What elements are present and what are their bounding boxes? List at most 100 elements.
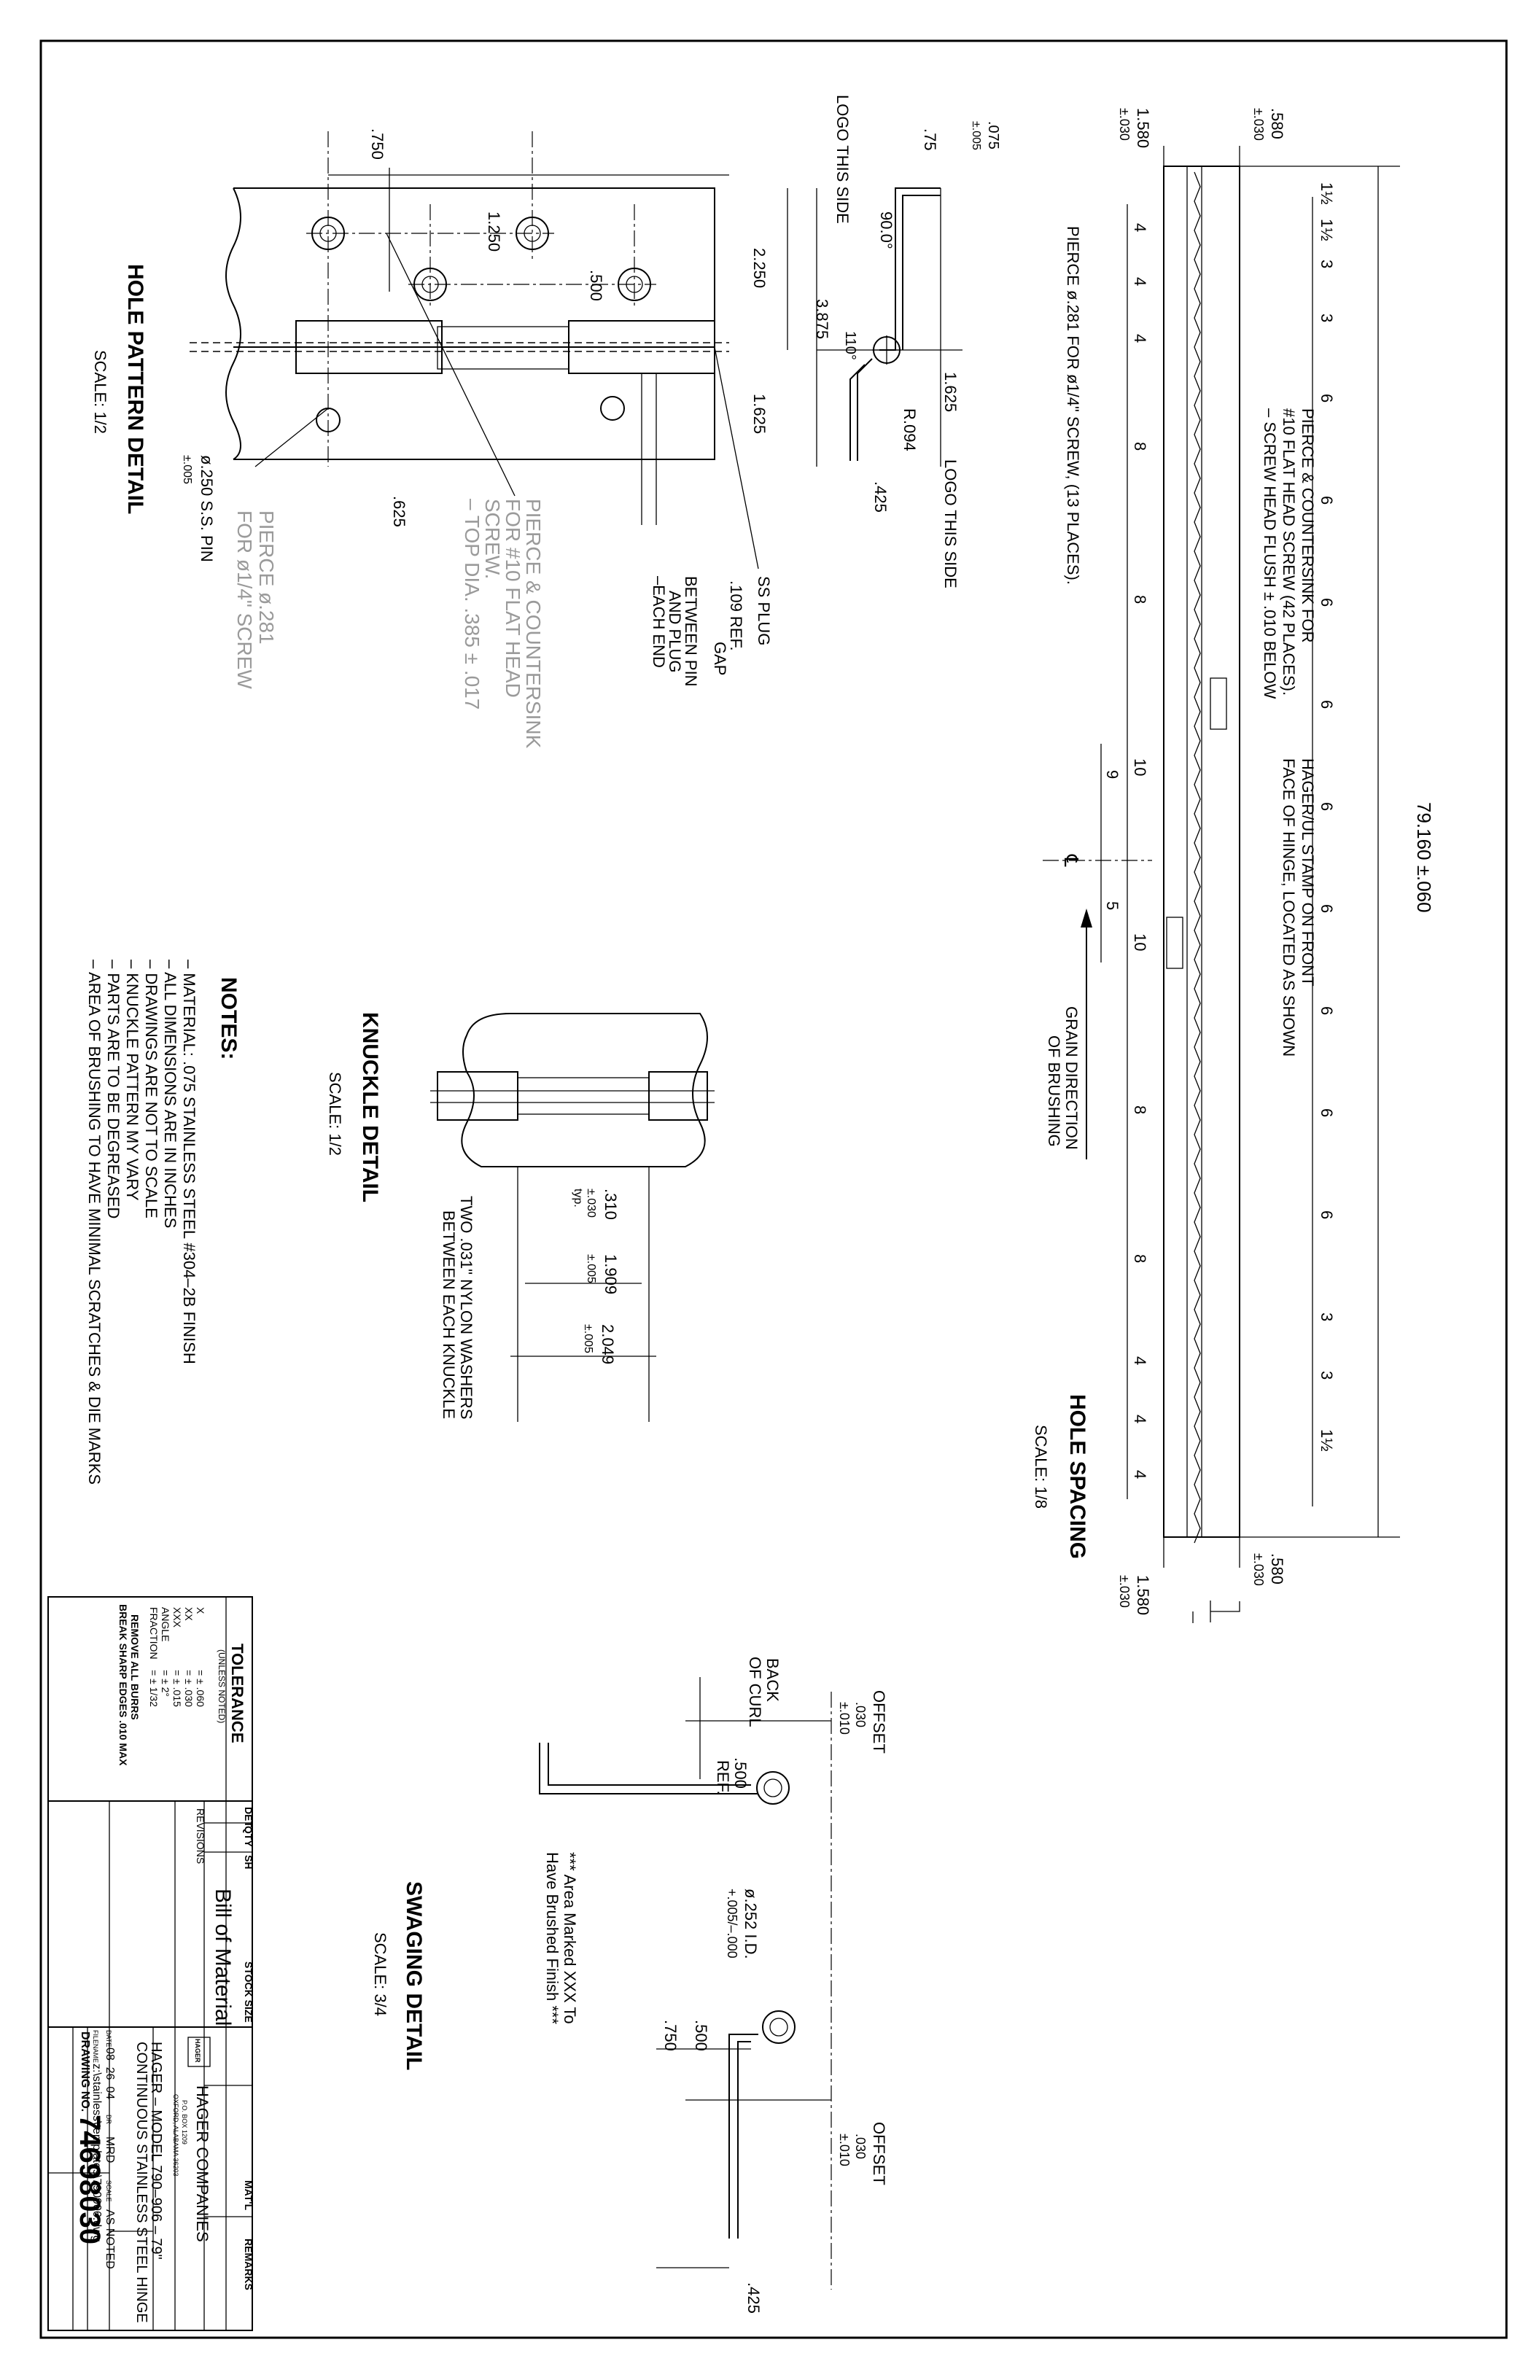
drawing-label: OXFORD, ALABAMA 36203	[172, 2094, 179, 2177]
note-line: – KNUCKLE PATTERN MY VARY	[123, 960, 141, 1201]
drawing-label: = ± .060	[195, 1670, 206, 1707]
drawing-label: XX	[183, 1607, 195, 1621]
overall-length: 79.160 ±.060	[1413, 802, 1435, 913]
drawing-label: FOR #10 FLAT HEAD	[502, 499, 524, 698]
drawing-label: SS PLUG	[755, 576, 773, 645]
top-hole-spacing: 6	[1318, 598, 1336, 607]
drawing-label: ±.010	[837, 2134, 852, 2166]
bottom-hole-spacing: 10	[1131, 758, 1149, 776]
drawing-label: HAGER	[194, 2039, 201, 2063]
drawing-label: SCALE: 3/4	[371, 1932, 389, 2016]
drawing-label: PIERCE & COUNTERSINK FOR	[1299, 408, 1317, 642]
end-view	[787, 187, 962, 467]
drawing-label: 1.580	[1134, 1575, 1152, 1615]
drawing-label: .030	[853, 1702, 868, 1727]
drawing-label: REMOVE ALL BURRS	[129, 1614, 141, 1720]
drawing-label: .109 REF.	[727, 580, 745, 651]
drawing-label: OFFSET	[870, 1690, 888, 1754]
drawing-label: .580	[1268, 108, 1286, 139]
drawing-label: .500	[692, 2020, 710, 2051]
drawing-label: PIERCE ø.281	[255, 510, 278, 645]
top-hole-spacing: 6	[1318, 394, 1336, 402]
drawing-label: FILENAME	[92, 2030, 99, 2063]
drawing-label: ±.010	[837, 1702, 852, 1735]
drawing-label: Have Brushed Finish ***	[543, 1852, 561, 2024]
drawing-label: PIERCE ø.281 FOR ø1/4" SCREW, (13 PLACES…	[1064, 226, 1082, 585]
drawing-label: 5	[1103, 901, 1121, 910]
drawing-label: 1.909	[602, 1254, 620, 1294]
bom-column-header: SH	[243, 1855, 254, 1869]
drawing-label: = ± .015	[171, 1670, 183, 1707]
drawing-label: HAGER/UL STAMP ON FRONT	[1299, 758, 1317, 987]
title-block	[47, 1596, 253, 2331]
drawing-label: HAGER COMPANIES	[193, 2085, 211, 2242]
drawing-label: TWO .031" NYLON WASHERS	[457, 1196, 475, 1420]
drawing-label: = ± 2°	[160, 1670, 171, 1697]
sheet-border	[39, 39, 1508, 2339]
drawing-label: ℄	[1060, 854, 1082, 867]
drawing-label: FACE OF HINGE, LOCATED AS SHOWN	[1280, 758, 1298, 1057]
drawing-label: ±.005	[970, 121, 982, 150]
drawing-label: AND PLUG	[666, 591, 684, 672]
drawing-label: 08–26–04	[104, 2048, 116, 2099]
bom-column-header: DET	[243, 1807, 254, 1827]
bottom-hole-spacing: 4	[1131, 277, 1149, 286]
bottom-hole-spacing: 8	[1131, 595, 1149, 604]
top-hole-spacing: 6	[1318, 496, 1336, 505]
drawing-label: .75	[921, 128, 939, 151]
drawing-label: typ.	[572, 1189, 584, 1208]
hole-pattern-view	[190, 131, 759, 569]
drawing-label: GAP	[711, 642, 729, 675]
drawing-label: (UNLESS NOTED)	[217, 1649, 227, 1723]
note-line: – DRAWINGS ARE NOT TO SCALE	[142, 960, 160, 1218]
top-hole-spacing: 3	[1318, 260, 1336, 268]
drawing-label: .500	[731, 1757, 750, 1789]
drawing-label: 1.625	[941, 372, 960, 412]
drawing-label: .030	[853, 2134, 868, 2159]
drawing-label: ANGLE	[160, 1607, 171, 1641]
drawing-label: .075	[985, 121, 1001, 149]
drawing-label: +.005/–.000	[725, 1889, 739, 1959]
note-line: – MATERIAL: .075 STAINLESS STEEL #304–2B…	[180, 960, 198, 1364]
drawing-label: GRAIN DIRECTION	[1062, 1006, 1081, 1150]
top-hole-spacing: 3	[1318, 314, 1336, 322]
drawing-label: z:\stainless\templates\790906.dwg	[90, 2064, 103, 2242]
drawing-label: 110°	[842, 331, 858, 360]
bottom-hole-spacing: 8	[1131, 442, 1149, 451]
drawing-label: ±.005	[585, 1254, 597, 1283]
ul-stamp-box	[1210, 677, 1227, 730]
drawing-label: 90.0°	[877, 211, 895, 249]
hole-spacing-title: HOLE SPACING	[1065, 1394, 1089, 1559]
note-line: – ALL DIMENSIONS ARE IN INCHES	[161, 960, 179, 1228]
drawing-label: = ± .030	[183, 1670, 195, 1707]
drawing-label: MRD	[104, 2136, 116, 2163]
bottom-hole-spacing: 8	[1131, 1254, 1149, 1263]
bom-column-header: REMARKS	[243, 2239, 254, 2290]
drawing-label: TOLERANCE	[228, 1644, 246, 1743]
drawing-label: = ± 1/32	[148, 1670, 160, 1707]
bottom-hole-spacing: 4	[1131, 1415, 1149, 1423]
drawing-label: LOGO THIS SIDE	[833, 95, 852, 224]
top-hole-spacing: 3	[1318, 1371, 1336, 1380]
drawing-label: BACK	[763, 1658, 782, 1702]
bill-of-material-title: Bill of Material	[211, 1889, 235, 2026]
drawing-label: 9	[1103, 770, 1121, 779]
top-hole-spacing: 6	[1318, 802, 1336, 811]
ul-stamp-box	[1166, 917, 1183, 969]
drawing-label: .500	[587, 270, 605, 301]
drawing-label: ø.252 I.D.	[742, 1889, 760, 1959]
drawing-label: ±.030	[1117, 1575, 1132, 1608]
drawing-label: #10 FLAT HEAD SCREW (42 PLACES).	[1280, 408, 1298, 696]
drawing-label: ø.250 S.S. PIN	[198, 455, 216, 562]
drawing-label: R.094	[901, 408, 919, 451]
drawing-label: REF.	[714, 1760, 732, 1795]
drawing-label: 2.049	[599, 1324, 617, 1364]
drawing-label: REVISIONS	[195, 1808, 206, 1864]
drawing-label: BETWEEN EACH KNUCKLE	[440, 1210, 458, 1419]
drawing-label: PIERCE & COUNTERSINK	[522, 499, 545, 749]
drawing-label: 1.625	[750, 394, 769, 434]
drawing-label: ±.030	[1251, 108, 1266, 141]
drawing-label: ±.030	[585, 1189, 597, 1218]
drawing-label: 1.580	[1134, 108, 1152, 148]
